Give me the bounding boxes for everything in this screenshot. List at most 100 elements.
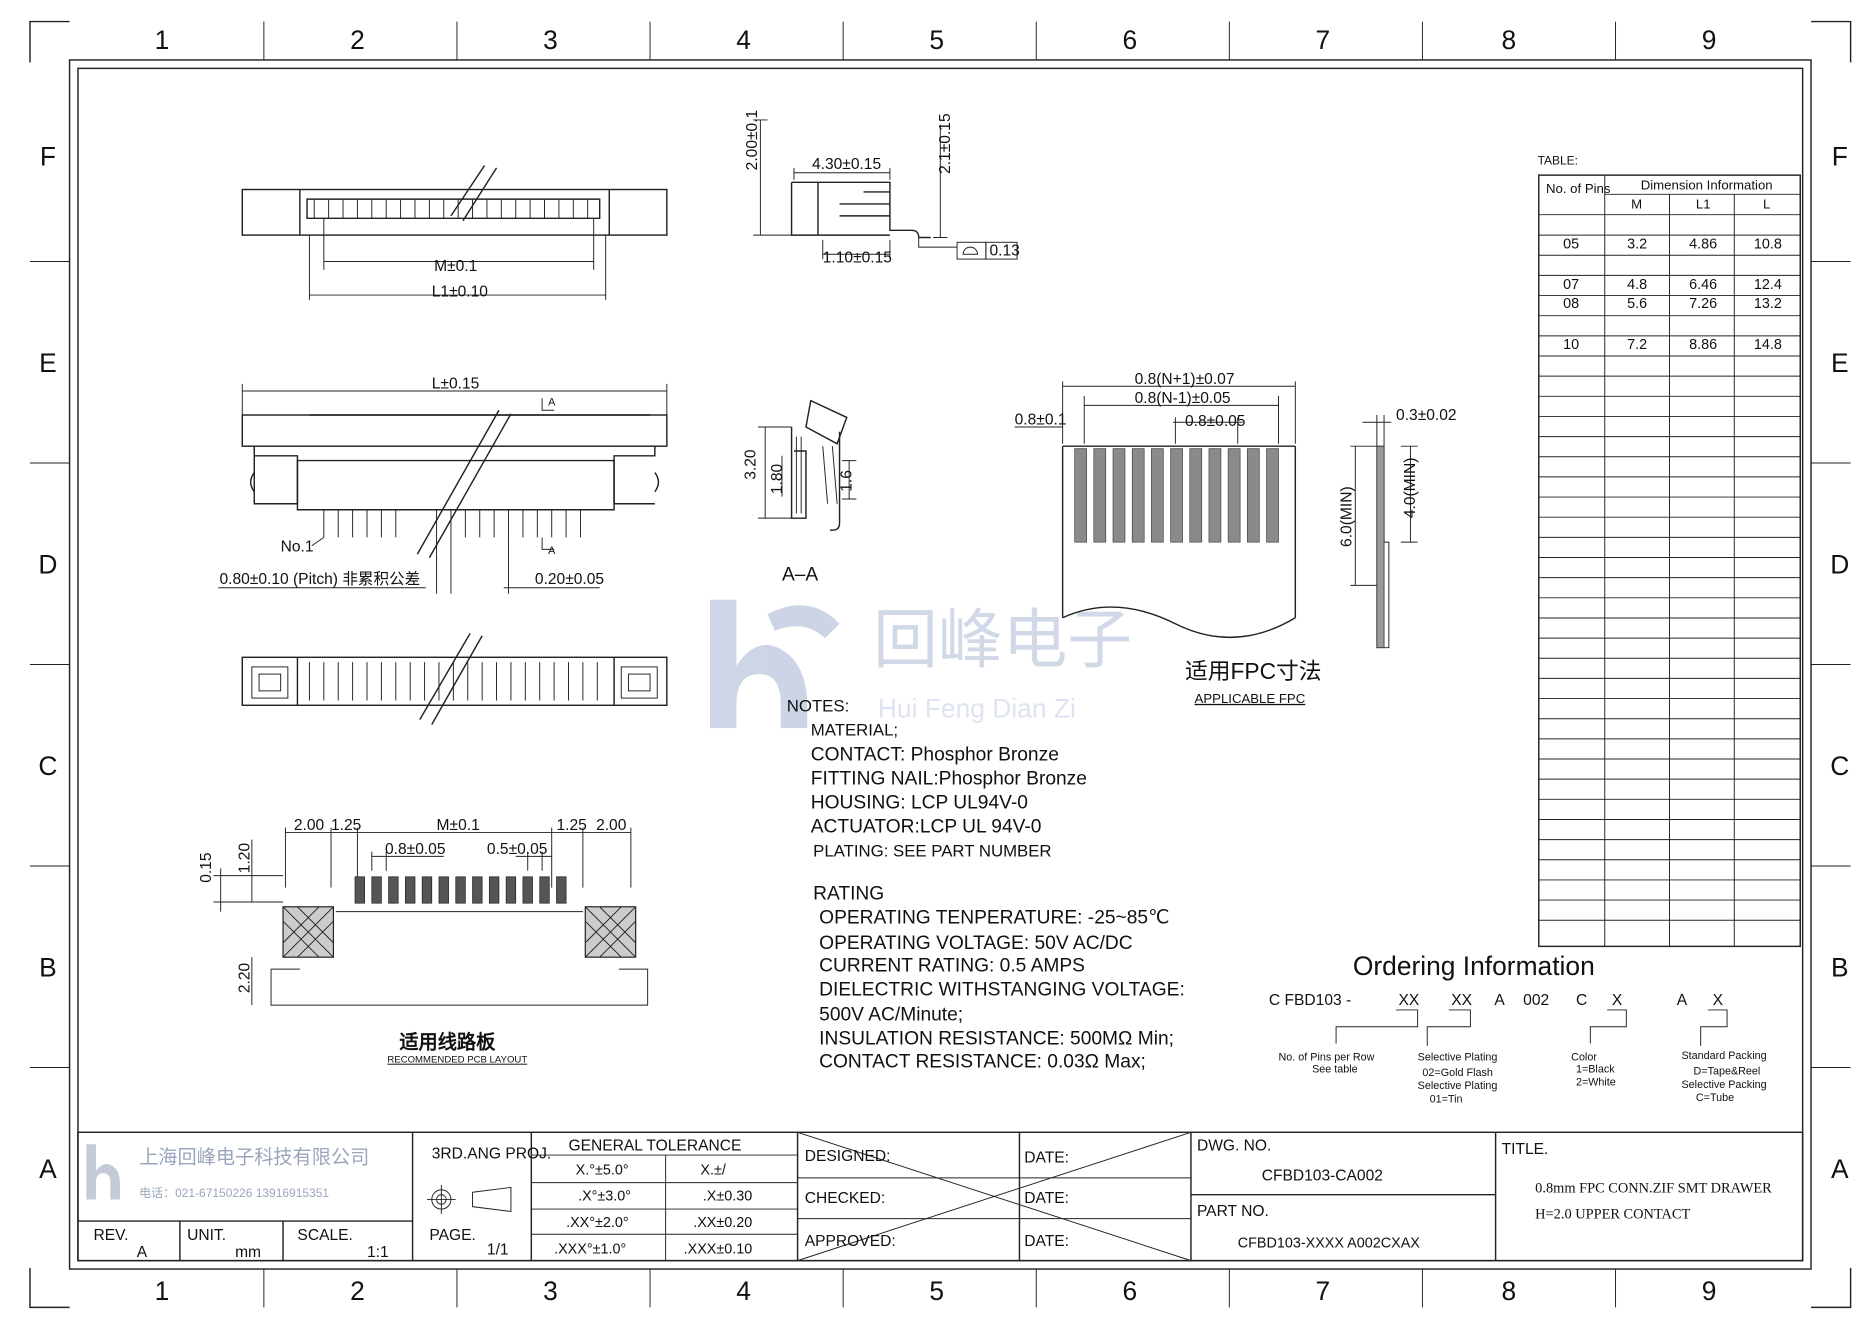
dimension-table: TABLE: No. of Pins Dimension Information…	[1538, 153, 1801, 948]
col-label: 2	[350, 1276, 365, 1306]
pcb-d125b: 1.25	[557, 817, 588, 834]
tol-linear: X.±/	[700, 1162, 725, 1178]
ordering-info: Ordering Information C FBD103 - XX XX A …	[1269, 951, 1767, 1105]
ord-note: Selective Plating	[1418, 1051, 1498, 1063]
aa-d3: 1.6	[839, 470, 856, 492]
fpc-pitch: 0.8±0.05	[1185, 413, 1246, 430]
part-label: PART NO.	[1197, 1203, 1269, 1220]
table-cell: 10.8	[1754, 236, 1782, 252]
column-labels-bottom: 1 2 3 4 5 6 7 8 9	[155, 1276, 1717, 1306]
col-label: 7	[1316, 25, 1331, 55]
mid-l-dim: L±0.15	[432, 376, 480, 393]
table-cell: 8.86	[1689, 337, 1717, 353]
ord-note: Selective Packing	[1682, 1079, 1767, 1091]
row-label: A	[39, 1154, 57, 1184]
fpc-title-cn: 适用FPC寸法	[1185, 658, 1322, 684]
table-cell: 05	[1563, 236, 1579, 252]
row-label: B	[39, 952, 57, 982]
notes-line: PLATING: SEE PART NUMBER	[813, 841, 1051, 860]
fpc-view: 0.8(N+1)±0.07 0.8(N-1)±0.05 0.8±0.1 0.8±…	[1014, 371, 1457, 706]
row-label: A	[1831, 1154, 1849, 1184]
front-m-dim: M±0.1	[434, 258, 477, 275]
tol-angle: X.°±5.0°	[576, 1162, 629, 1178]
col-label: 2	[350, 25, 365, 55]
row-label: B	[1831, 952, 1849, 982]
side-h-right: 2.1±0.15	[937, 113, 954, 174]
proj-label: 3RD.ANG PROJ.	[432, 1146, 551, 1163]
code-part: X	[1713, 992, 1724, 1009]
ordering-title: Ordering Information	[1353, 951, 1595, 981]
watermark: 回峰电子 Hui Feng Dian Zi	[710, 599, 1132, 729]
company-phone: 电话：021-67150226 13916915351	[139, 1186, 329, 1200]
table-col-l1: L1	[1696, 197, 1711, 212]
col-label: 1	[155, 25, 170, 55]
notes-line: ACTUATOR:LCP UL 94V-0	[811, 816, 1042, 837]
col-label: 7	[1316, 1276, 1331, 1306]
aa-d2: 1.80	[769, 464, 786, 495]
rating-line: CURRENT RATING: 0.5 AMPS	[819, 956, 1085, 977]
notes-line: FITTING NAIL:Phosphor Bronze	[811, 768, 1087, 789]
ord-note: C=Tube	[1696, 1092, 1734, 1104]
rating-line: DIELECTRIC WITHSTANGING VOLTAGE:	[819, 980, 1185, 1001]
code-part: XX	[1451, 992, 1472, 1009]
code-part: XX	[1398, 992, 1419, 1009]
tol-linear: .XX±0.20	[693, 1215, 752, 1231]
col-label: 9	[1702, 1276, 1717, 1306]
rating-line: INSULATION RESISTANCE: 500MΩ Min;	[819, 1029, 1174, 1050]
ord-note: D=Tape&Reel	[1693, 1066, 1760, 1078]
designed-label: DESIGNED:	[805, 1148, 891, 1165]
col-label: 8	[1501, 1276, 1516, 1306]
mid-pin-width: 0.20±0.05	[535, 571, 605, 588]
table-cell: 12.4	[1754, 277, 1782, 293]
table-cell: 6.46	[1689, 277, 1717, 293]
code-part: A	[1494, 992, 1505, 1009]
front-view: M±0.1 L1±0.10	[241, 165, 668, 300]
tol-angle: .X°±3.0°	[578, 1189, 631, 1205]
front-l1-dim: L1±0.10	[432, 283, 489, 300]
notes-line: CONTACT: Phosphor Bronze	[811, 744, 1059, 765]
date-label: DATE:	[1024, 1190, 1069, 1207]
page-label: PAGE.	[429, 1227, 475, 1244]
table-cell: 7.2	[1627, 337, 1647, 353]
checked-label: CHECKED:	[805, 1190, 885, 1207]
date-label: DATE:	[1024, 1149, 1069, 1166]
row-labels-right: F E D C B A	[1830, 142, 1849, 1184]
pcb-d120: 1.20	[236, 843, 253, 874]
rev-label: REV.	[94, 1227, 129, 1244]
ord-note: See table	[1312, 1063, 1358, 1075]
corner-marks	[29, 20, 1852, 1309]
side-w-base: 1.10±0.15	[823, 250, 893, 267]
row-labels-left: F E D C B A	[38, 142, 57, 1184]
aa-label: A–A	[782, 565, 818, 586]
table-cell: 07	[1563, 277, 1579, 293]
scale-label: SCALE.	[297, 1227, 352, 1244]
ord-note: 2=White	[1576, 1077, 1616, 1089]
pcb-d200a: 2.00	[294, 817, 325, 834]
rating-line: CONTACT RESISTANCE: 0.03Ω Max;	[819, 1052, 1146, 1073]
pcb-m: M±0.1	[437, 817, 480, 834]
col-label: 3	[543, 1276, 558, 1306]
side-h-total: 2.00±0.1	[744, 110, 761, 171]
fpc-thick: 0.3±0.02	[1396, 407, 1457, 424]
ord-note: 1=Black	[1576, 1063, 1615, 1075]
code-part: X	[1612, 992, 1623, 1009]
code-part: A	[1677, 992, 1688, 1009]
row-label: E	[39, 348, 57, 378]
table-cell: 4.8	[1627, 277, 1647, 293]
tol-heading: GENERAL TOLERANCE	[568, 1137, 741, 1154]
pcb-p08: 0.8±0.05	[385, 841, 446, 858]
col-label: 9	[1702, 25, 1717, 55]
bottom-view	[241, 632, 668, 725]
section-aa: 3.20 1.80 1.6 A–A	[743, 399, 857, 586]
col-label: 4	[736, 25, 751, 55]
table-cell: 14.8	[1754, 337, 1782, 353]
notes: NOTES: MATERIAL; CONTACT: Phosphor Bronz…	[787, 696, 1185, 1072]
table-label: TABLE:	[1538, 153, 1578, 167]
table-col-l: L	[1763, 197, 1770, 212]
col-label: 6	[1122, 25, 1137, 55]
row-label: F	[1832, 142, 1848, 172]
page-value: 1/1	[487, 1242, 509, 1259]
rating-heading: RATING	[813, 884, 884, 905]
notes-line: MATERIAL;	[811, 720, 898, 739]
